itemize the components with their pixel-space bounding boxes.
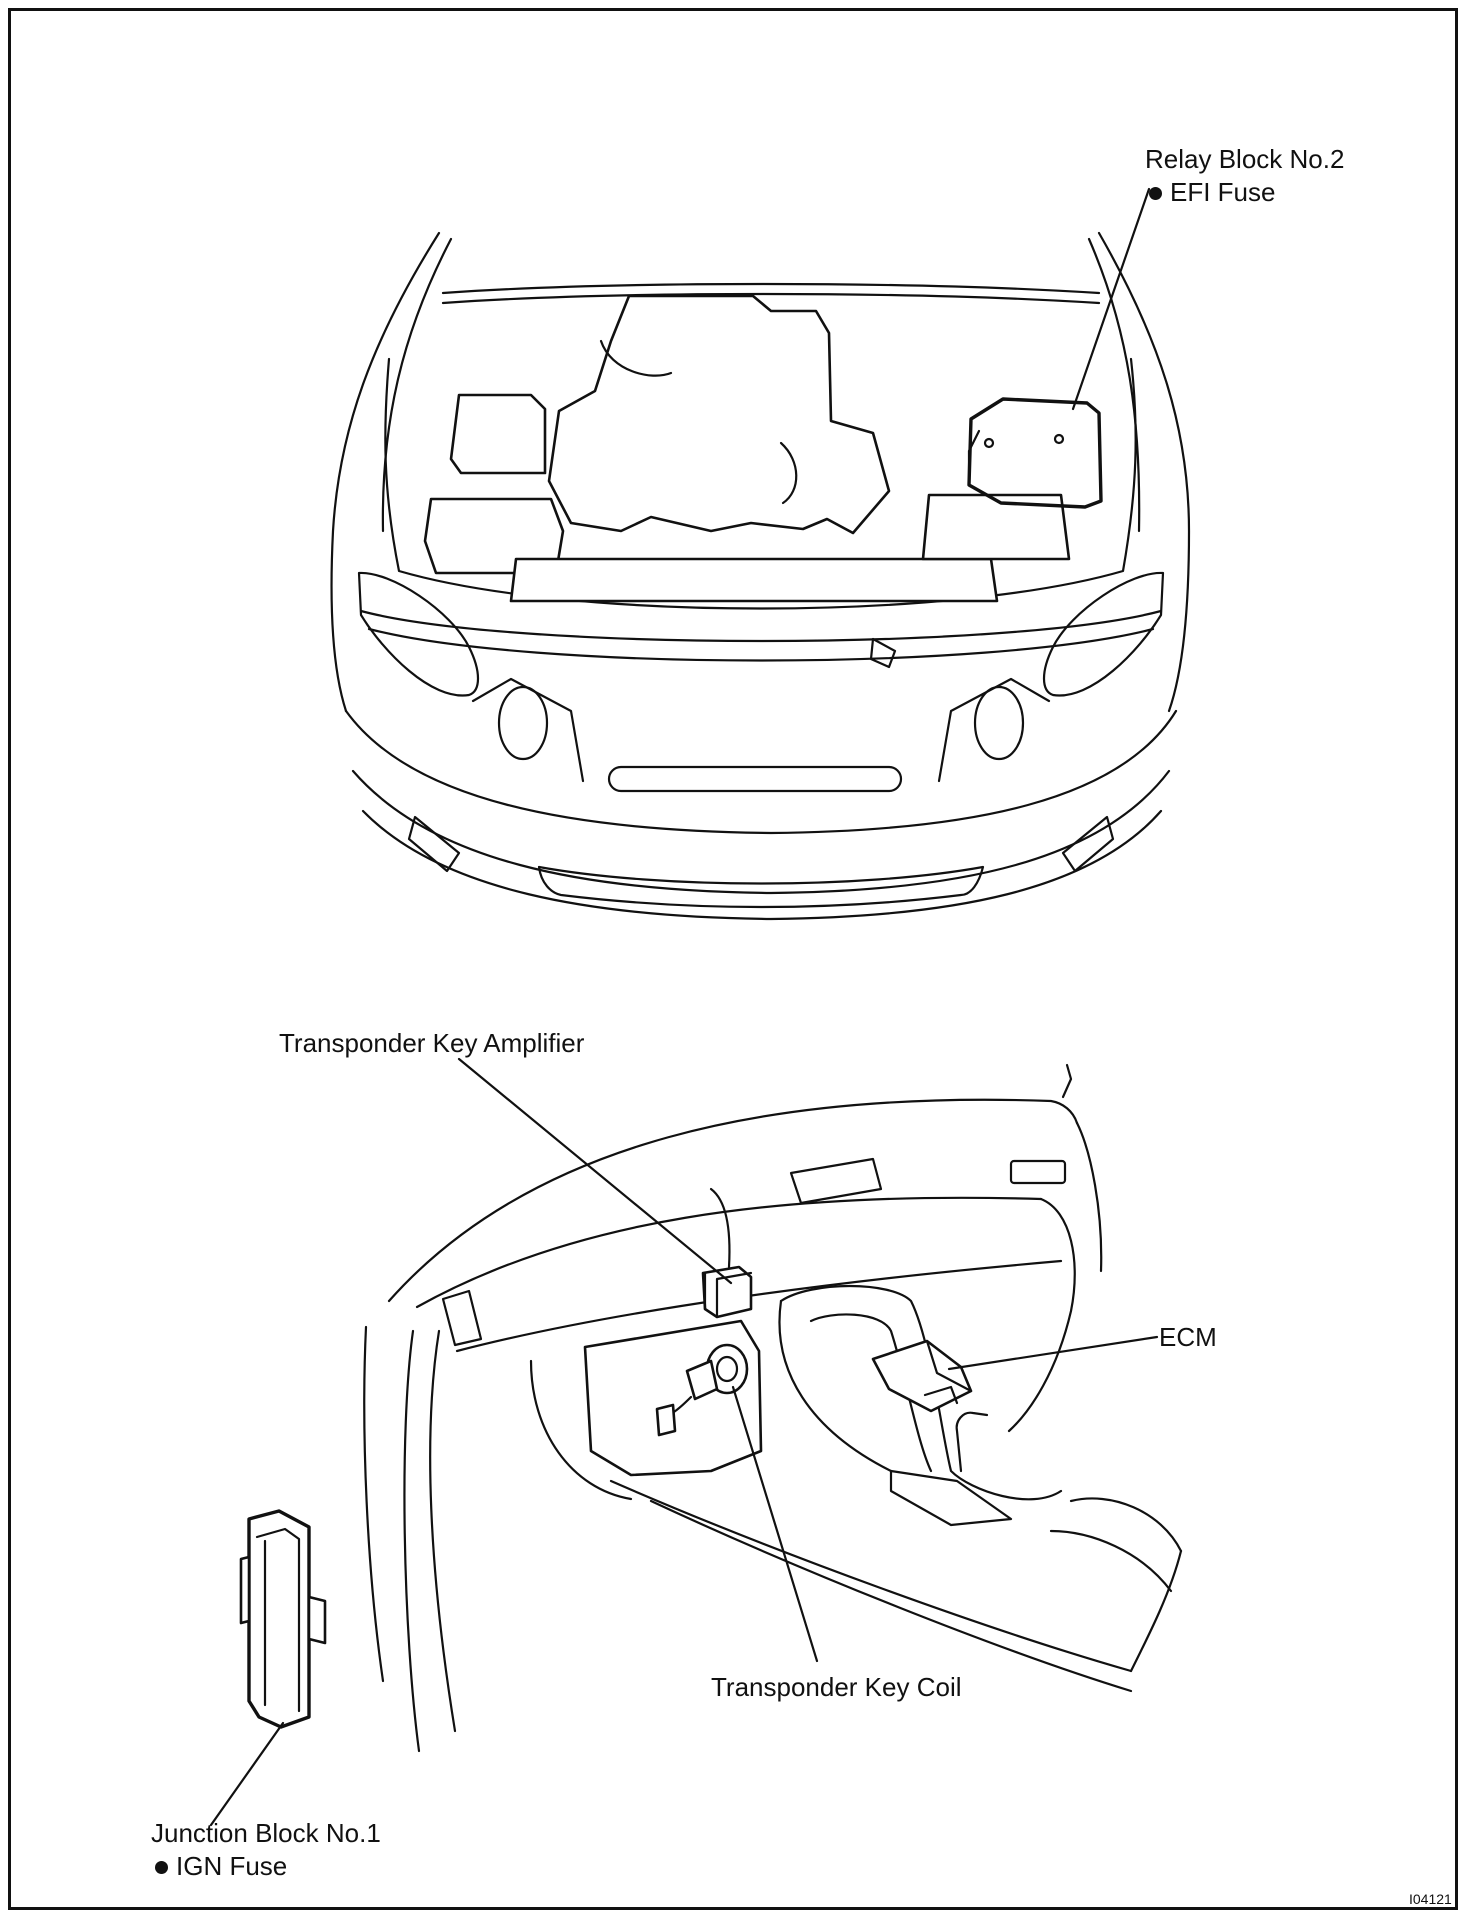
transponder-key-coil-label: Transponder Key Coil	[711, 1672, 962, 1702]
steering-column-cover	[583, 1319, 763, 1477]
radiator-support	[509, 557, 999, 603]
relay-block-title: Relay Block No.2	[1145, 144, 1345, 174]
dash-lower-line	[455, 1259, 1063, 1353]
relay-block-label: Relay Block No.2 EFI Fuse	[1145, 143, 1344, 209]
transponder-key-coil-drawing	[655, 1343, 749, 1437]
leader-lines	[209, 187, 1159, 1827]
figure-number: I04121	[1409, 1891, 1452, 1907]
left-fender-line	[330, 231, 441, 713]
shift-gate	[889, 1469, 1013, 1527]
right-headlamp	[1042, 571, 1165, 697]
relay-block-no2-drawing	[967, 397, 1103, 509]
engine-block	[547, 294, 891, 535]
junction-block-leader	[209, 1721, 285, 1827]
dash-top-line	[387, 1098, 1079, 1303]
bullet-icon	[155, 1860, 168, 1874]
compartment-outline	[384, 357, 1137, 610]
junction-block-title: Junction Block No.1	[151, 1818, 381, 1848]
transponder-key-amplifier-label: Transponder Key Amplifier	[279, 1028, 585, 1058]
battery-box	[449, 393, 547, 475]
vent	[1009, 1159, 1067, 1185]
amplifier-leader	[457, 1057, 733, 1285]
bumper-line	[344, 709, 1178, 835]
left-headlamp	[357, 571, 480, 697]
right-fender-inner	[1087, 237, 1141, 533]
ecm-leader	[947, 1335, 1159, 1371]
transponder-key-amplifier-drawing	[701, 1187, 753, 1319]
left-fender-inner	[381, 237, 453, 533]
junction-block-label: Junction Block No.1 IGN Fuse	[151, 1817, 381, 1883]
ign-fuse-line: IGN Fuse	[151, 1850, 381, 1883]
efi-fuse-line: EFI Fuse	[1145, 176, 1344, 209]
interior-drawing	[239, 1063, 1183, 1753]
component-location-illustration	[209, 187, 1191, 1827]
coil-leader	[731, 1385, 819, 1663]
hood-rear-edge	[441, 282, 1101, 295]
ecm-drawing	[871, 1339, 973, 1413]
efi-fuse-text: EFI Fuse	[1170, 177, 1276, 207]
front-fascia-top	[359, 609, 1163, 643]
diagram-frame: Relay Block No.2 EFI Fuse Transponder Ke…	[8, 8, 1458, 1910]
right-fog-lamp	[973, 685, 1025, 761]
relay-block-leader	[1071, 187, 1151, 411]
ecm-label: ECM	[1159, 1322, 1217, 1352]
reservoir-tank	[921, 493, 1071, 561]
grille-slot	[607, 765, 903, 793]
ign-fuse-text: IGN Fuse	[176, 1851, 288, 1881]
junction-block-no1-drawing	[239, 1509, 327, 1729]
engine-compartment-drawing	[330, 231, 1191, 921]
left-fog-lamp	[497, 685, 549, 761]
bullet-icon	[1149, 186, 1162, 200]
right-fender-line	[1097, 231, 1191, 713]
